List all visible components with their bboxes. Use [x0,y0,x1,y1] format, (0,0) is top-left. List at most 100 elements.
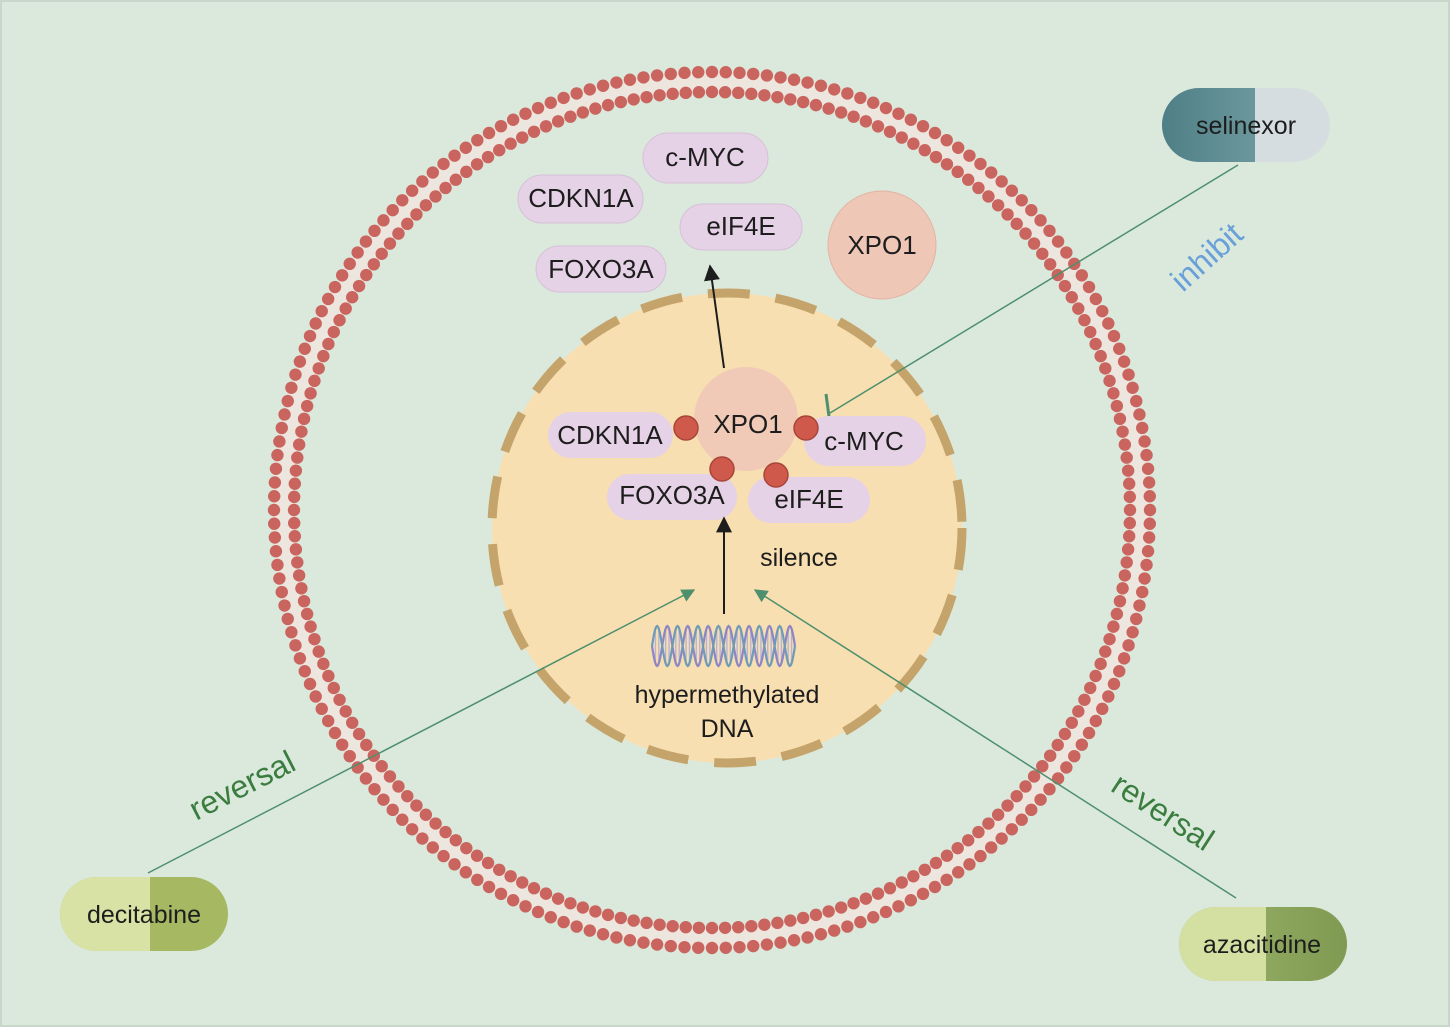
membrane-bead [1043,749,1057,762]
membrane-bead [892,107,905,120]
membrane-bead [437,849,450,863]
membrane-bead [351,246,364,259]
membrane-bead [493,863,506,876]
membrane-bead [1142,531,1156,544]
membrane-bead [539,887,553,900]
membrane-bead [293,652,307,665]
membrane-bead [718,921,732,934]
membrane-bead [895,131,908,144]
membrane-bead [359,772,373,785]
membrane-bead [506,113,520,126]
membrane-bead [303,677,317,691]
membrane-bead [300,607,314,621]
membrane-bead [623,934,637,947]
membrane-bead [940,133,953,147]
membrane-bead [1120,451,1133,464]
membrane-bead [1072,302,1085,315]
membrane-bead [410,799,423,812]
membrane-bead [470,849,484,862]
membrane-bead [1143,503,1157,517]
membrane-bead [895,876,908,889]
membrane-bead [784,914,797,927]
membrane-bead [1133,408,1146,421]
membrane-bead [288,490,301,504]
membrane-bead [1140,448,1153,462]
membrane-bead [343,749,356,763]
membrane-bead [273,572,286,585]
drug-label: decitabine [87,901,201,929]
membrane-bead [679,86,692,100]
membrane-bead [929,150,943,164]
membrane-bead [974,849,987,863]
membrane-bead [801,76,814,89]
drug-capsule-selinexor: selinexor [1162,88,1330,162]
membrane-bead [268,476,282,489]
membrane-bead [1078,314,1091,327]
membrane-bead [268,517,281,530]
membrane-bead [854,915,867,929]
membrane-bead [828,924,841,937]
membrane-bead [745,919,758,933]
membrane-bead [1019,780,1032,793]
membrane-bead [482,880,496,894]
membrane-bead [352,727,366,741]
membrane-bead [576,106,590,119]
membrane-bead [448,149,461,162]
silence-label: silence [760,544,838,572]
binding-dot [709,456,735,482]
membrane-bead [405,823,419,836]
membrane-bead [504,137,517,150]
membrane-bead [883,882,897,895]
membrane-bead [705,85,719,99]
membrane-bead [589,905,602,918]
membrane-bead [867,96,880,109]
membrane-bead [719,66,732,79]
membrane-bead [481,856,495,870]
reversal-line-right [753,589,1237,899]
membrane-bead [1143,517,1156,530]
membrane-bead [449,173,462,186]
membrane-bead [1102,690,1115,703]
membrane-bead [1051,235,1065,248]
membrane-bead [439,825,452,839]
membrane-bead [1122,368,1135,381]
membrane-bead [637,936,650,949]
membrane-bead [1113,342,1126,355]
membrane-bead [1126,381,1139,394]
membrane-bead [1110,607,1124,621]
membrane-bead [1099,645,1112,658]
membrane-bead [867,911,880,924]
membrane-bead [293,355,307,368]
membrane-bead [321,714,335,728]
membrane-bead [822,102,835,115]
membrane-bead [918,144,931,157]
membrane-bead [460,841,473,855]
membrane-bead [327,681,340,695]
membrane-bead [834,901,848,914]
membrane-bead [1107,329,1121,343]
membrane-bead [1034,214,1047,227]
membrane-bead [1096,702,1109,716]
membrane-bead [343,257,356,271]
membrane-bead [796,95,810,109]
membrane-bead [859,115,873,128]
membrane-bead [883,125,897,138]
membrane-bead [268,531,282,544]
membrane-bead [268,490,281,503]
dna-strand [650,624,797,668]
membrane-bead [312,362,325,375]
membrane-bead [1015,813,1028,826]
membrane-bead [859,892,873,905]
membrane-bead [962,834,975,847]
membrane-bead [679,920,692,934]
membrane-bead [377,793,390,806]
membrane-bead [879,905,893,919]
membrane-bead [1113,412,1127,426]
membrane-bead [1136,585,1149,599]
membrane-bead [1084,325,1097,339]
membrane-bead [1140,558,1153,572]
membrane-bead [551,892,565,905]
membrane-bead [328,280,342,294]
membrane-bead [1019,227,1032,240]
membrane-bead [747,67,760,81]
